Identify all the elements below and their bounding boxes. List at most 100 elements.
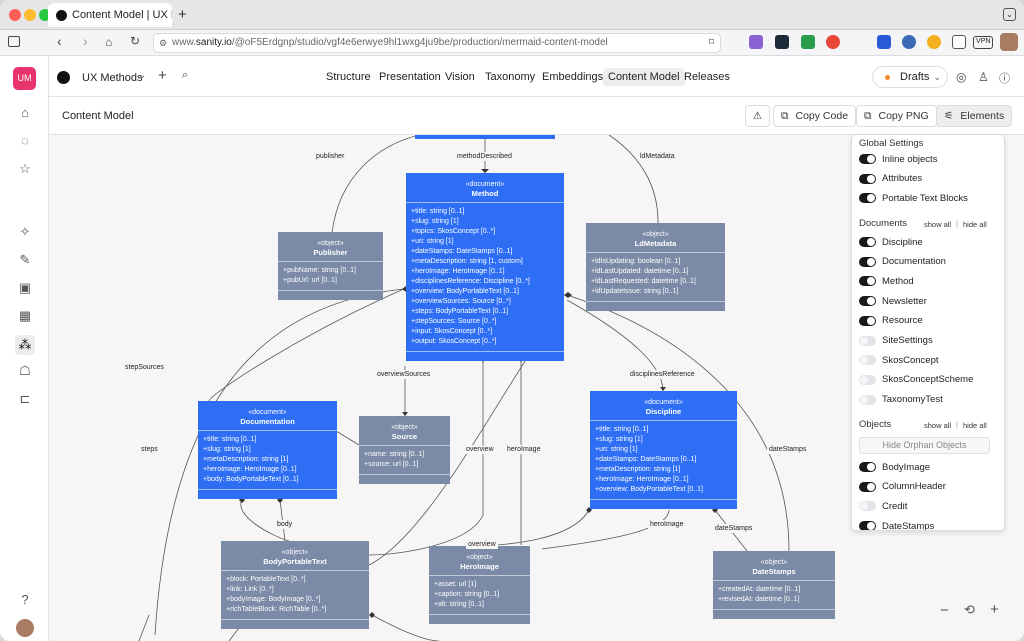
toggle-switch[interactable] [859,154,876,164]
help-icon[interactable]: ⓘ [999,73,1010,85]
toggle-row-discipline[interactable]: Discipline [859,235,923,249]
objects-hide-all-link[interactable]: hide all [963,421,987,430]
toggle-switch[interactable] [859,335,876,346]
sidebar-toggle-icon[interactable] [8,36,20,47]
sanity-logo-icon[interactable] [57,71,70,84]
toggle-switch[interactable] [859,173,876,184]
nav-releases[interactable]: Releases [684,71,730,83]
copy-code-button[interactable]: ⧉Copy Code [773,105,857,127]
site-info-icon[interactable]: ⚙ [159,38,168,48]
extension-drive-icon[interactable] [801,35,815,49]
node-publisher[interactable]: «object»Publisher+pubName: string [0..1]… [278,232,383,300]
perspective-drafts-button[interactable]: Drafts ⌄ [872,66,948,88]
toggle-switch[interactable] [859,193,876,204]
extensions-puzzle-icon[interactable] [952,35,966,49]
toggle-row-documentation[interactable]: Documentation [859,255,946,269]
node-datestamps[interactable]: «object»DateStamps+createdAt: datetime [… [713,551,835,619]
help-icon[interactable]: ? [21,592,29,607]
extension-chrome-icon[interactable] [826,35,840,49]
node-ldmetadata[interactable]: «object»LdMetadata+ldIsUpdating: boolean… [586,223,725,311]
tasks-icon[interactable]: ◎ [956,70,967,84]
image-icon[interactable]: ▣ [18,280,32,295]
elements-button[interactable]: ⚟Elements [936,105,1013,127]
toggle-switch[interactable] [859,355,876,366]
nav-content-model[interactable]: Content Model [603,68,685,86]
star-icon[interactable]: ☆ [19,161,31,176]
node-method[interactable]: «document»Method+title: string [0..1]+sl… [406,173,564,361]
home-icon[interactable]: ⌂ [105,35,113,49]
toggle-row-inline-objects[interactable]: Inline objects [859,152,937,166]
nav-embeddings[interactable]: Embeddings [542,71,604,83]
presence-icon[interactable]: ♙ [978,70,989,84]
nav-vision[interactable]: Vision [445,71,475,83]
toggle-row-taxonomytest[interactable]: TaxonomyTest [859,393,943,407]
zoom-out-button[interactable]: − [940,602,949,619]
extension-bitwarden-icon[interactable] [877,35,891,49]
toggle-switch[interactable] [859,237,876,247]
extension-blue-icon[interactable] [902,35,916,49]
toggle-switch[interactable] [859,501,876,512]
new-tab-button[interactable]: + [178,6,187,23]
toggle-row-resource[interactable]: Resource [859,314,923,328]
nav-structure[interactable]: Structure [326,71,371,83]
nav-taxonomy[interactable]: Taxonomy [485,71,536,83]
minimize-window-button[interactable] [24,9,36,21]
toggle-switch[interactable] [859,276,876,287]
toggle-row-method[interactable]: Method [859,274,914,288]
extension-purple-icon[interactable] [749,35,763,49]
content-model-icon[interactable]: ⁂ [15,335,35,355]
toggle-row-bodyimage[interactable]: BodyImage [859,460,930,474]
nav-presentation[interactable]: Presentation [379,71,441,83]
workspace-name[interactable]: UX Methods [82,72,143,84]
node-documentation[interactable]: «document»Documentation+title: string [0… [198,401,337,499]
toggle-switch[interactable] [859,296,876,307]
toggle-row-credit[interactable]: Credit [859,499,907,513]
reload-icon[interactable]: ↻ [130,34,141,48]
search-icon[interactable]: ⌕ [182,69,189,81]
node-bodyportabletext[interactable]: «object»BodyPortableText+block: Portable… [221,541,369,629]
toggle-switch[interactable] [859,315,876,326]
url-input[interactable]: ⚙ www.sanity.io/@oF5Erdgnp/studio/vgf4e6… [153,33,721,53]
home-icon[interactable]: ⌂ [21,105,29,120]
copy-png-button[interactable]: ⧉Copy PNG [856,105,937,127]
node-discipline[interactable]: «document»Discipline+title: string [0..1… [590,391,737,509]
documents-hide-all-link[interactable]: hide all [963,220,987,229]
toggle-switch[interactable] [859,462,876,472]
zoom-in-button[interactable]: + [990,601,999,618]
close-window-button[interactable] [9,9,21,21]
grid-icon[interactable]: ▦ [18,308,32,323]
toggle-switch[interactable] [859,481,876,492]
profile-avatar[interactable] [1000,33,1018,51]
toggle-switch[interactable] [859,521,876,530]
hide-orphan-objects-button[interactable]: Hide Orphan Objects [859,437,990,454]
toggle-row-skosconceptscheme[interactable]: SkosConceptScheme [859,373,973,387]
toggle-row-datestamps[interactable]: DateStamps [859,519,934,530]
toggle-switch[interactable] [859,374,876,385]
toggle-row-columnheader[interactable]: ColumnHeader [859,480,946,494]
documents-show-all-link[interactable]: show all [924,220,952,229]
add-document-button[interactable]: + [158,67,167,84]
toggle-row-newsletter[interactable]: Newsletter [859,294,927,308]
toggle-switch[interactable] [859,394,876,405]
browser-tab[interactable]: Content Model | UX Metho [48,3,172,27]
extension-react-icon[interactable] [775,35,789,49]
back-arrow-icon[interactable]: ‹ [57,33,62,49]
toggle-row-portable-text-blocks[interactable]: Portable Text Blocks [859,191,968,205]
zoom-reset-button[interactable]: ⟲ [964,602,975,617]
tree-icon[interactable]: ⊏ [19,391,31,406]
objects-show-all-link[interactable]: show all [924,421,952,430]
user-avatar[interactable] [16,619,34,637]
vpn-badge[interactable]: VPN [973,36,994,49]
toggle-row-sitesettings[interactable]: SiteSettings [859,334,933,348]
node-heroimage[interactable]: «object»HeroImage+asset: url [1]+caption… [429,546,530,624]
toggle-switch[interactable] [859,256,876,267]
forward-arrow-icon[interactable]: › [83,33,88,49]
bookmark-icon[interactable]: ⌑ [708,37,714,48]
workspace-avatar[interactable]: UM [13,67,36,90]
extension-yellow-icon[interactable] [927,35,941,49]
tab-list-chevron-icon[interactable]: ⌄ [1003,8,1016,21]
toggle-row-attributes[interactable]: Attributes [859,172,922,186]
toggle-row-skosconcept[interactable]: SkosConcept [859,353,939,367]
robot-icon[interactable]: ☖ [19,363,31,378]
edit-icon[interactable]: ✎ [19,252,31,267]
